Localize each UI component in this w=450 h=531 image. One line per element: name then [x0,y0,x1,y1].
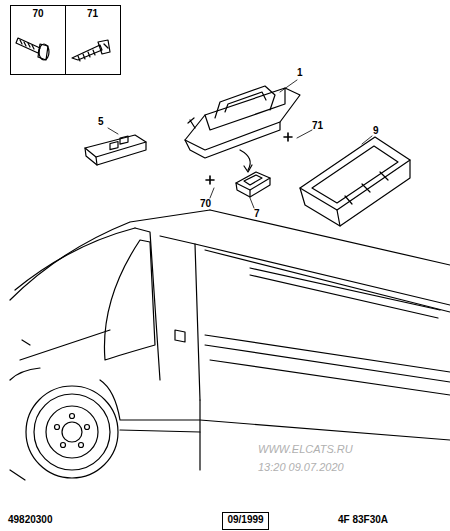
date-code: 09/1999 [223,513,268,527]
roof-console-part [185,86,300,172]
callout-number: 70 [11,6,65,22]
fastener-cell: 70 [10,5,66,75]
lamp-part [236,172,270,197]
watermark: 13:20 09.07.2020 [258,462,344,473]
callout-number: 9 [373,126,379,136]
callout-number: 7 [254,209,260,219]
leader-lines [108,80,372,208]
date-box: 09/1999 [222,512,269,530]
callout-number: 5 [98,117,104,127]
watermark: WWW.ELCATS.RU [258,444,353,455]
callout-number: 70 [200,199,211,209]
callout-number: 1 [297,68,303,78]
housing-part [300,137,410,226]
screw-70-icon [16,38,49,60]
van-illustration [10,210,450,480]
switch-panel-part [85,135,146,165]
screw-71-icon [72,40,110,61]
callout-number: 71 [65,6,120,22]
plate-code: 4F 83F30A [338,515,388,525]
callout-number: 71 [312,121,323,131]
drawing-number: 49820300 [8,515,53,525]
fastener-cell: 71 [65,5,121,75]
